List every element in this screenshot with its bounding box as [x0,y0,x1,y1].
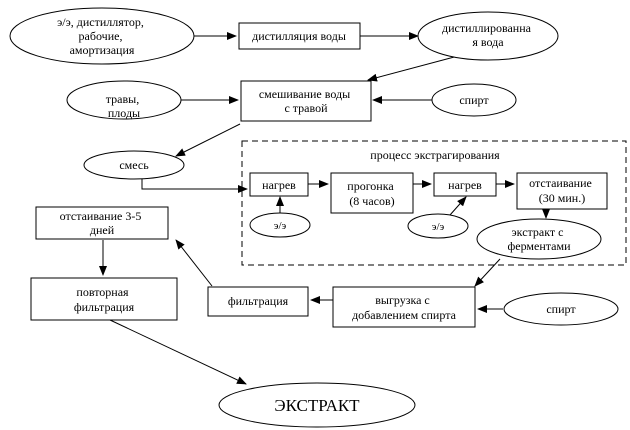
node-extract-with-enzymes-label: экстракт с ферментами [508,225,572,253]
node-distilled-water: дистиллированна я вода [417,11,559,61]
edge-refilter-extract [109,319,247,385]
node-heat-1-label: нагрев [262,178,296,192]
node-heat-1: нагрев [249,172,309,197]
node-filtration-label: фильтрация [228,294,289,308]
node-unload: выгрузка с добавлением спирта [332,286,476,328]
edge-ee2-heat2 [449,196,467,216]
node-mixture: смесь [83,150,185,180]
node-refiltration: повторная фильтрация [30,277,178,321]
node-spirit-1-label: спирт [459,93,489,107]
node-settle-days-label: отстаивание 3-5 дней [60,209,145,237]
node-ee-2: э/э [407,213,469,239]
node-spirit-2: спирт [503,292,619,326]
extraction-process-group [241,140,627,266]
node-run-8h: прогонка (8 часов) [330,172,414,214]
node-mixing-label: смешивание воды с травой [259,87,353,115]
extraction-process-title: процесс экстрагирования [370,148,500,162]
node-heat-2: нагрев [433,172,497,197]
node-mixing: смешивание воды с травой [240,80,372,122]
node-mixture-label: смесь [119,158,149,172]
node-refiltration-label: повторная фильтрация [74,285,135,314]
node-settle-30min: отстаивание (30 мин.) [516,172,608,210]
node-spirit-1: спирт [431,83,517,117]
node-extract-with-enzymes: экстракт с ферментами [476,218,602,260]
edges [99,32,550,385]
node-inputs: э/э, дистиллятор, рабочие, амортизация [9,7,195,65]
node-herbs: травы, плоды [66,80,182,120]
edge-mixture-heat1 [141,178,248,193]
edge-filtration-settledays [175,239,213,287]
node-unload-label: выгрузка с добавлением спирта [352,293,457,322]
node-inputs-label: э/э, дистиллятор, рабочие, амортизация [57,15,147,57]
node-run-8h-label: прогонка (8 часов) [347,179,396,208]
node-distilled-water-label: дистиллированна я вода [442,21,534,49]
node-distillation-label: дистилляция воды [252,29,346,43]
node-distillation: дистилляция воды [238,22,361,50]
edge-extract-unload [474,258,501,287]
node-herbs-label: травы, плоды [106,92,142,120]
node-filtration: фильтрация [207,286,309,317]
node-extract-label: ЭКСТРАКТ [274,396,360,415]
node-settle-30min-label: отстаивание (30 мин.) [529,176,595,205]
node-settle-days: отстаивание 3-5 дней [35,206,169,240]
node-ee-1-label: э/э [274,220,287,232]
edge-distilled-mixing [367,55,459,82]
node-extract: ЭКСТРАКТ [218,382,416,428]
node-spirit-2-label: спирт [546,302,576,316]
edge-mixing-mixture [175,123,241,157]
node-ee-1: э/э [249,212,311,238]
node-ee-2-label: э/э [432,221,445,233]
node-heat-2-label: нагрев [448,178,482,192]
